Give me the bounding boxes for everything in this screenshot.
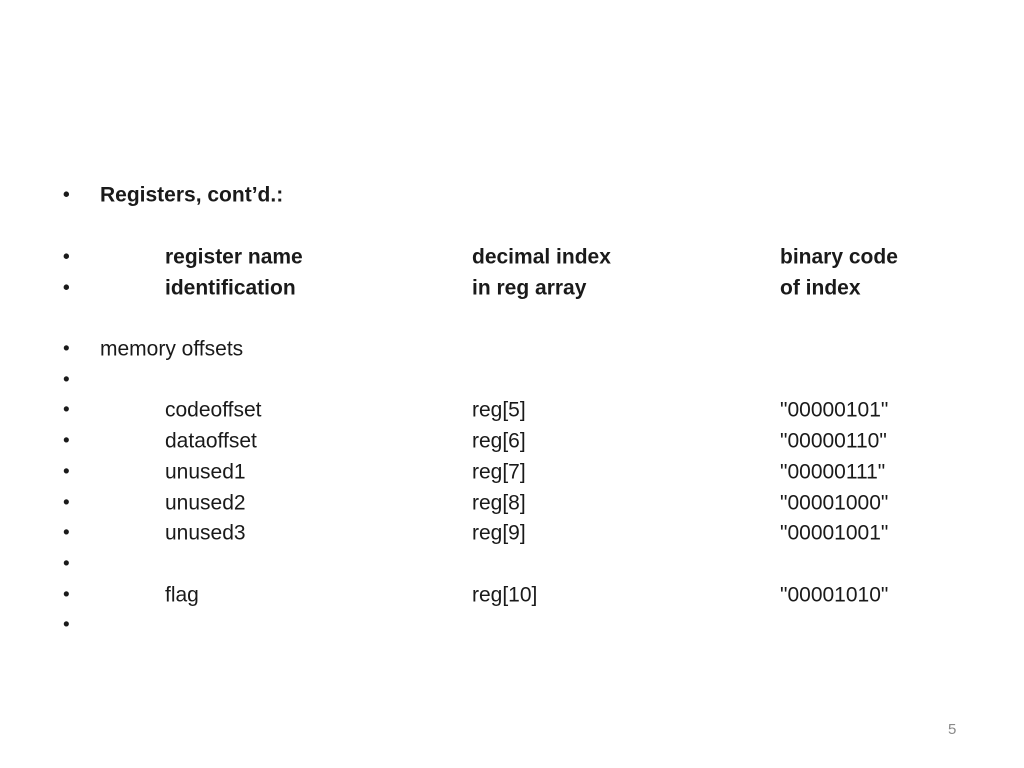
register-name-cell: identification bbox=[165, 276, 296, 300]
list-row: • dataoffset reg[6] "00000110" bbox=[0, 426, 1024, 457]
list-row: • bbox=[0, 549, 1024, 580]
bullet-marker: • bbox=[63, 277, 70, 299]
register-name-cell: unused2 bbox=[165, 491, 246, 515]
binary-code-cell: "00000101" bbox=[780, 398, 889, 422]
binary-code-cell: "00001000" bbox=[780, 491, 889, 515]
list-row: • bbox=[0, 610, 1024, 641]
binary-code-cell: "00000110" bbox=[780, 429, 887, 453]
list-row bbox=[0, 211, 1024, 242]
register-name-cell: codeoffset bbox=[165, 398, 262, 422]
binary-code-cell: "00000111" bbox=[780, 460, 886, 484]
page-number: 5 bbox=[948, 721, 957, 738]
decimal-index-cell: reg[8] bbox=[472, 491, 526, 515]
binary-code-cell: "00001010" bbox=[780, 583, 889, 607]
list-row: • unused3 reg[9] "00001001" bbox=[0, 518, 1024, 549]
list-row: • unused2 reg[8] "00001000" bbox=[0, 487, 1024, 518]
bullet-marker: • bbox=[63, 184, 70, 206]
bullet-marker: • bbox=[63, 553, 70, 575]
bullet-marker: • bbox=[63, 399, 70, 421]
bullet-marker: • bbox=[63, 369, 70, 391]
decimal-index-cell: in reg array bbox=[472, 276, 587, 300]
register-name-cell: flag bbox=[165, 583, 199, 607]
decimal-index-cell: reg[7] bbox=[472, 460, 526, 484]
decimal-index-cell: decimal index bbox=[472, 245, 611, 269]
register-name-cell: register name bbox=[165, 245, 303, 269]
binary-code-cell: "00001001" bbox=[780, 521, 889, 545]
decimal-index-cell: reg[6] bbox=[472, 429, 526, 453]
list-row: • Registers, cont’d.: bbox=[0, 180, 1024, 211]
bullet-marker: • bbox=[63, 584, 70, 606]
register-name-cell: dataoffset bbox=[165, 429, 257, 453]
bullet-marker: • bbox=[63, 614, 70, 636]
bullet-list: • Registers, cont’d.: • register name decima… bbox=[0, 180, 1024, 641]
register-name-cell: memory offsets bbox=[100, 337, 244, 361]
bullet-marker: • bbox=[63, 338, 70, 360]
bullet-marker: • bbox=[63, 246, 70, 268]
list-row bbox=[0, 303, 1024, 334]
list-row: • register name decimal index binary code bbox=[0, 241, 1024, 272]
register-name-cell: unused1 bbox=[165, 460, 246, 484]
list-row: • unused1 reg[7] "00000111" bbox=[0, 456, 1024, 487]
register-name-cell: unused3 bbox=[165, 521, 246, 545]
list-row: • bbox=[0, 364, 1024, 395]
list-row: • codeoffset reg[5] "00000101" bbox=[0, 395, 1024, 426]
list-row: • memory offsets bbox=[0, 334, 1024, 365]
binary-code-cell: binary code bbox=[780, 245, 898, 269]
binary-code-cell: of index bbox=[780, 276, 861, 300]
bullet-marker: • bbox=[63, 522, 70, 544]
decimal-index-cell: reg[9] bbox=[472, 521, 526, 545]
list-row: • flag reg[10] "00001010" bbox=[0, 579, 1024, 610]
register-name-cell: Registers, cont’d.: bbox=[100, 183, 284, 207]
bullet-marker: • bbox=[63, 430, 70, 452]
decimal-index-cell: reg[5] bbox=[472, 398, 526, 422]
bullet-marker: • bbox=[63, 492, 70, 514]
bullet-marker: • bbox=[63, 461, 70, 483]
list-row: • identification in reg array of index bbox=[0, 272, 1024, 303]
decimal-index-cell: reg[10] bbox=[472, 583, 538, 607]
